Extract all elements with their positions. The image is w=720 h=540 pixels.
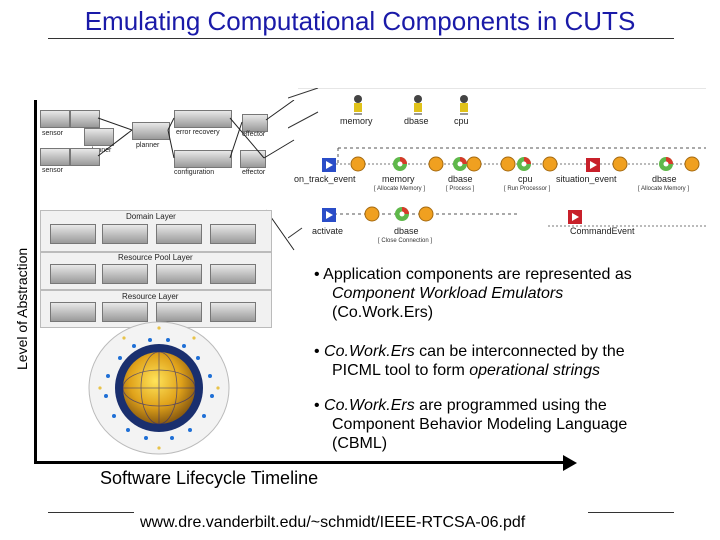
string2-node-dbase-sub: [ Close Connection ]: [378, 238, 433, 244]
resource-block: [156, 302, 202, 322]
component-dbase-icon-3[interactable]: [394, 206, 410, 222]
component-dbase-icon-2[interactable]: [658, 156, 674, 172]
worker-icon: [460, 95, 468, 115]
effector-block: [242, 114, 268, 132]
architecture-diagram: sensor planner error recovery effector s…: [36, 100, 296, 330]
sensor-block-3: [70, 148, 100, 166]
planner-block: [84, 128, 114, 146]
connector-node-icon: [684, 156, 700, 172]
bullet-coworkers-represent: • Application components are represented…: [314, 265, 714, 322]
resource-block: [50, 302, 96, 322]
arch-label-effector-2: effector: [242, 169, 266, 176]
x-axis-label: Software Lifecycle Timeline: [100, 468, 319, 488]
x-axis-arrowhead: [563, 455, 577, 471]
worker-label-cpu: cpu: [454, 116, 469, 126]
pool-block: [102, 264, 148, 284]
event-sink-icon-2[interactable]: [568, 210, 582, 224]
bullet-3-line-2: Component Behavior Modeling Language: [332, 416, 628, 433]
component-cpu-icon[interactable]: [516, 156, 532, 172]
globe-illustration: [88, 321, 230, 455]
bullet-1-line-2: Component Workload Emulators: [332, 285, 564, 302]
bullet-3-line-3: (CBML): [332, 435, 388, 452]
string2-node-dbase: dbase: [394, 226, 419, 236]
connector-node-icon: [428, 156, 444, 172]
title-divider: [48, 38, 674, 39]
arch-label-planner-2: planner: [136, 142, 160, 149]
bullet-3-line-1: • Co.Work.Ers are programmed using the: [314, 397, 607, 414]
worker-icon: [414, 95, 422, 115]
arch-label-effector: effector: [242, 131, 266, 138]
resource-block: [102, 302, 148, 322]
string1-node-memory: memory: [382, 174, 415, 184]
domain-block: [210, 224, 256, 244]
y-axis-line: [34, 100, 37, 464]
effector-block-2: [240, 150, 266, 168]
event-source-icon[interactable]: [322, 158, 336, 172]
worker-icon: [354, 95, 362, 115]
domain-block: [156, 224, 202, 244]
domain-block: [50, 224, 96, 244]
pool-block: [156, 264, 202, 284]
y-axis-label: Level of Abstraction: [14, 247, 30, 370]
connector-node-icon: [350, 156, 366, 172]
string1-node-memory-sub: [ Allocate Memory ]: [374, 186, 426, 192]
domain-layer-label: Domain Layer: [126, 212, 176, 221]
connector-node-icon: [542, 156, 558, 172]
string2-output-event: CommandEvent: [570, 226, 635, 236]
component-memory-icon[interactable]: [392, 156, 408, 172]
string2-start-event: activate: [312, 226, 344, 236]
resource-block: [210, 302, 256, 322]
arch-label-sensor: sensor: [42, 130, 64, 137]
bullet-2-line-2: PICML tool to form operational strings: [332, 362, 600, 379]
arch-label-configuration: configuration: [174, 169, 215, 176]
x-axis-line: [34, 461, 566, 464]
page-title: Emulating Computational Components in CU…: [84, 6, 636, 36]
string1-end-node: dbase: [652, 174, 677, 184]
string1-start-event: on_track_event: [294, 174, 356, 184]
worker-memory[interactable]: memory: [338, 94, 378, 134]
event-source-icon-2[interactable]: [322, 208, 336, 222]
domain-block: [102, 224, 148, 244]
worker-label-memory: memory: [340, 116, 373, 126]
worker-dbase[interactable]: dbase: [398, 94, 438, 134]
bullet-coworkers-cbml: • Co.Work.Ers are programmed using the C…: [314, 396, 714, 453]
pool-block: [50, 264, 96, 284]
connector-node-icon: [466, 156, 482, 172]
sensor-block: [40, 110, 70, 128]
string1-node-cpu-sub: [ Run Processor ]: [504, 186, 551, 192]
connector-node-icon: [364, 206, 380, 222]
bullet-2-line-1: • Co.Work.Ers can be interconnected by t…: [314, 343, 625, 360]
planner-block-2: [132, 122, 170, 140]
connector-node-icon: [612, 156, 628, 172]
bullet-1-line-3: (Co.Work.Ers): [332, 304, 434, 321]
string1-node-dbase-sub: [ Process ]: [446, 186, 475, 192]
worker-cpu[interactable]: cpu: [448, 94, 488, 134]
worker-label-dbase: dbase: [404, 116, 429, 126]
arch-label-error-recovery: error recovery: [176, 129, 220, 136]
resource-pool-layer-label: Resource Pool Layer: [118, 253, 193, 262]
string1-end-node-sub: [ Allocate Memory ]: [638, 186, 690, 192]
component-model-panel: memory dbase cpu on_track_event memory […: [288, 88, 708, 248]
bullet-1-line-1: • Application components are represented…: [314, 266, 632, 283]
sensor-block-2: [40, 148, 70, 166]
component-dbase-icon[interactable]: [452, 156, 468, 172]
configuration-block: [174, 150, 232, 168]
string1-output-event: situation_event: [556, 174, 617, 184]
string1-node-dbase: dbase: [448, 174, 473, 184]
arch-label-sensor-2: sensor: [42, 167, 64, 174]
resource-layer-label: Resource Layer: [122, 292, 179, 301]
connector-node-icon: [418, 206, 434, 222]
footer-divider-left: [48, 512, 134, 513]
pool-block: [210, 264, 256, 284]
event-sink-icon[interactable]: [586, 158, 600, 172]
footer-url[interactable]: www.dre.vanderbilt.edu/~schmidt/IEEE-RTC…: [140, 514, 526, 531]
bullet-coworkers-interconnect: • Co.Work.Ers can be interconnected by t…: [314, 342, 714, 380]
connector-node-icon: [500, 156, 516, 172]
string1-node-cpu: cpu: [518, 174, 533, 184]
footer-divider-right: [588, 512, 674, 513]
